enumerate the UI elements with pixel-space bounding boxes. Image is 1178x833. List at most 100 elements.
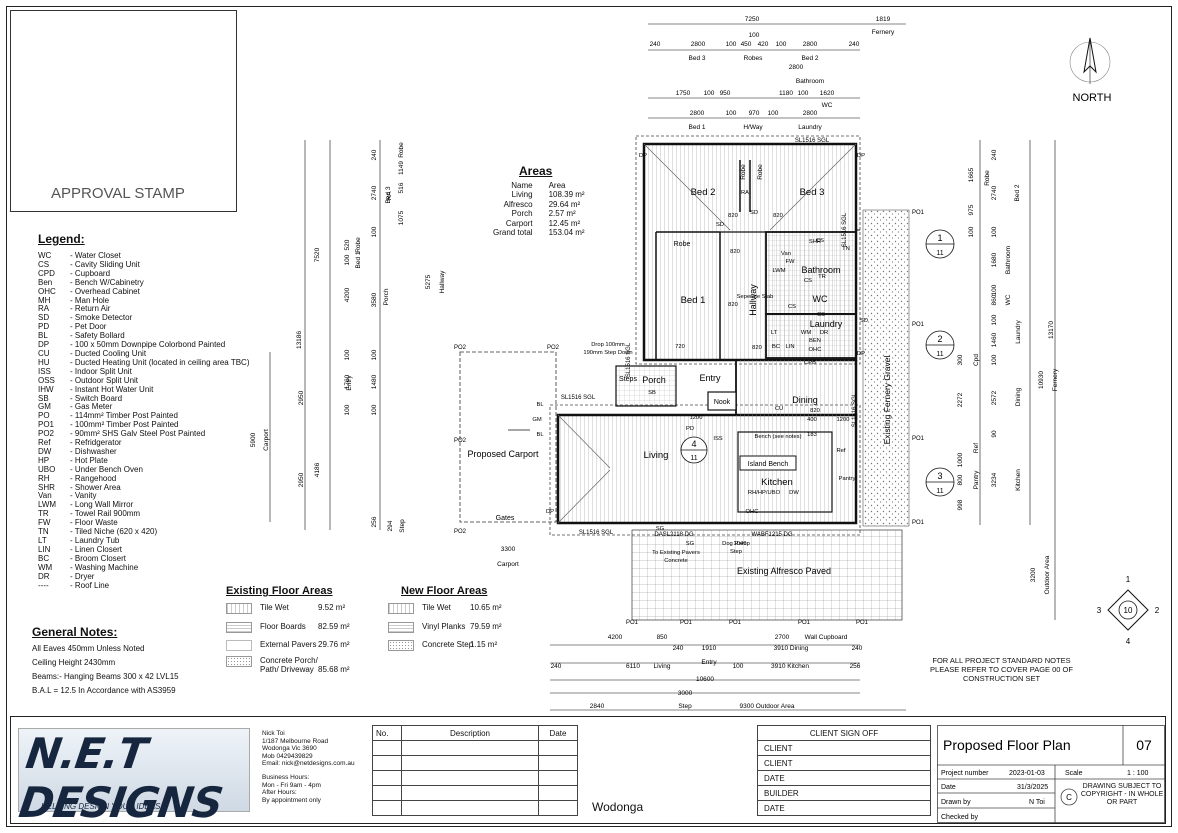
dimension-value: 2740 [371,185,378,200]
dimension-value: 2950 [298,390,305,405]
legend-code: DW [38,446,52,456]
elevation-key-number: 3 [1097,606,1102,615]
dimension-value: 100 [776,41,787,48]
approval-stamp-box: APPROVAL STAMP [10,10,237,212]
areas-row: Porch 2.57 m² [485,209,593,218]
dimension-value: 240 [673,645,684,652]
dimension-label: Porch [383,288,390,305]
legend-code: Ref [38,438,51,448]
dimension-value: 2950 [298,472,305,487]
annotation-label: DP [857,351,865,357]
area-value: 2.57 m² [548,209,576,219]
dimension-value: 2800 [803,41,818,48]
dimension-label: Bed 3 [689,55,706,62]
client-sign-off-label: DATE [757,770,931,786]
section-marker-number: 3 [937,471,942,481]
dimension-value: Wall Cupboard [805,634,848,641]
dimension-value: 100 [371,404,378,415]
annotation-label: SD [716,222,724,228]
dimension-value: Living [654,663,671,670]
dimension-label: Bathroom [1005,246,1012,274]
client-sign-off-label: CLIENT [757,755,931,771]
legend-item: ISS- Indoor Split Unit [38,366,250,377]
project-location: Wodonga [592,800,644,814]
dimension-value: 100 [344,349,351,360]
annotation-label: TN [842,246,850,252]
revision-header-no: No. [372,725,402,741]
dimension-value: 1750 [676,90,691,97]
general-note: Ceiling Height 2430mm [32,658,116,667]
north-label: NORTH [1073,92,1112,104]
legend-code: ISS [38,366,51,376]
client-sign-off-row: BUILDER [757,785,931,801]
annotation-label: Dog Ramp [722,541,750,547]
legend-code: RA [38,304,50,314]
dimension-value: 240 [991,149,998,160]
project-number-label: Project number [941,770,989,777]
dimension-value: Carport [497,561,519,568]
annotation-label: CS [817,312,825,318]
legend-item: TN- Tiled Niche (620 x 420) [38,527,250,537]
dimension-value: 420 [758,41,769,48]
window-label: DASL2118 DG [654,532,694,538]
legend-code: BL [38,331,48,341]
annotation-label: GM [532,417,542,423]
floor-plan-drawing: Bed 2 Bed 3 Bed 1 Bathroom WC Laundry Ha… [250,16,1160,711]
annotation-label: OHC [746,509,759,515]
legend-item: DR- Dryer [38,571,250,582]
revision-row [372,785,578,801]
area-name: Porch [511,209,533,219]
dimension-value: 516 [398,182,405,193]
annotation-label: 400 [807,417,817,423]
scale-label: Scale [1065,770,1083,777]
dimension-value: 100 [991,226,998,237]
floor-area-name: Vinyl Planks [422,622,466,631]
legend-code: TR [38,509,49,519]
contact-details: Nick Toi 1/187 Melbourne Road Wodonga Vi… [262,730,355,804]
room-label-dining: Dining [792,395,818,405]
revision-header-date: Date [538,725,578,741]
legend-code: Ben [38,277,53,287]
floor-area-name: Concrete Step [422,640,474,649]
revision-row [372,800,578,816]
section-marker-number: 2 [937,334,942,344]
scale-value: 1 : 100 [1127,770,1149,777]
room-label-entry: Entry [699,373,721,383]
floor-area-name: External Pavers [260,640,317,649]
dimension-value: 90 [991,430,998,438]
legend-description: - Laundry Tub [70,536,120,545]
general-notes: All Eaves 450mm Unless Noted Ceiling Hei… [32,642,179,698]
legend-item: IHW- Instant Hot Water Unit [38,384,250,395]
legend-item: SHR- Shower Area [38,483,250,493]
legend-code: IHW [38,384,54,394]
section-marker-sheet: 11 [936,250,943,257]
legend-description: - Hot Plate [70,455,108,465]
dimension-value: 1665 [968,167,975,182]
area-value: 12.45 m² [548,218,581,228]
legend-description: - Cavity Sliding Unit [70,259,140,269]
annotation-label: PD [686,426,694,432]
legend-code: LT [38,536,47,545]
elevation-key-number: 1 [1126,575,1131,584]
dimension-label: Robe [398,142,405,158]
legend-code: DR [38,571,50,581]
board-swatch [226,622,252,633]
dimension-value: 256 [850,663,861,670]
legend-item: OSS- Outdoor Split Unit [38,376,250,386]
concrete-swatch [226,656,252,667]
dimension-value: 1180 [779,90,793,97]
annotation-label: WM [801,330,811,336]
room-label-nook: Nook [714,399,731,406]
dimension-label: Bed 1 [355,251,362,268]
annotation-label: CU [775,406,783,412]
contact-line: Email: nick@netdesigns.com.au [262,760,355,768]
legend-item: OHC- Overhead Cabinet [38,287,250,297]
legend-item: CS- Cavity Sliding Unit [38,259,250,270]
window-label: SL1516 SGL [561,395,596,401]
legend-item: CPD- Cupboard [38,269,250,279]
